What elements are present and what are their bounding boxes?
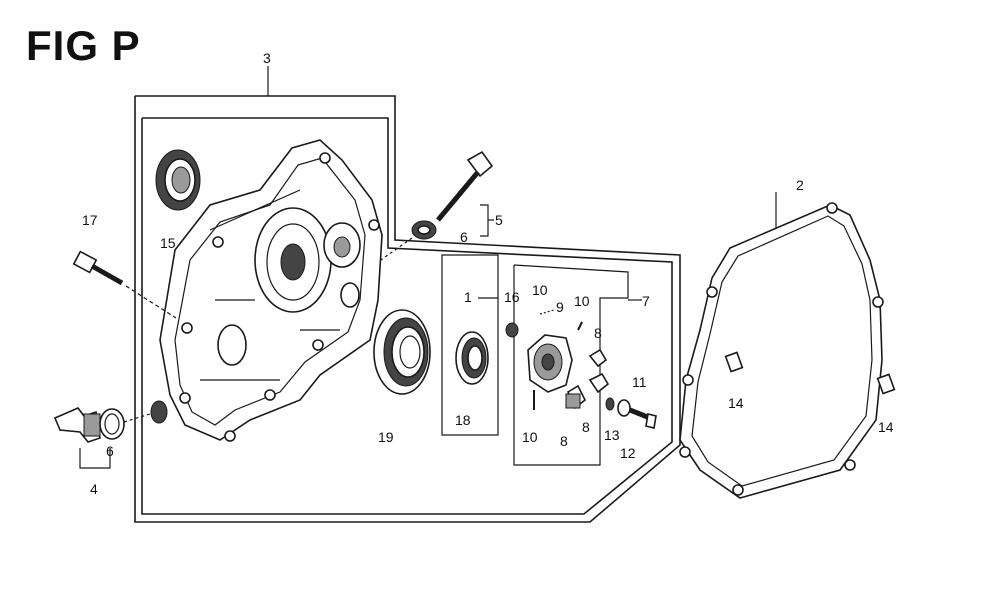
- label-10-bottom: 10: [522, 429, 538, 445]
- label-10-top: 10: [532, 282, 548, 298]
- label-4: 4: [90, 481, 98, 497]
- bracket-4: [79, 448, 111, 469]
- label-2: 2: [796, 177, 804, 193]
- frame-bearing-18: [441, 254, 499, 436]
- dowel-pin-14a: [724, 351, 744, 373]
- label-17: 17: [82, 212, 98, 228]
- assembly-frame-3: [134, 95, 681, 523]
- frame-oil-pump-7: [513, 264, 629, 466]
- oil-seal-15: [155, 149, 201, 211]
- label-12: 12: [620, 445, 636, 461]
- label-1: 1: [464, 289, 472, 305]
- label-19: 19: [378, 429, 394, 445]
- label-10-mid: 10: [574, 293, 590, 309]
- figure-title: FIG P: [26, 22, 141, 69]
- dowel-pin-14b: [876, 373, 896, 395]
- oil-pump-assembly: [505, 309, 657, 429]
- label-8-lower: 8: [560, 433, 568, 449]
- label-6-cap: 6: [106, 443, 114, 459]
- label-16: 16: [504, 289, 520, 305]
- washer-16: [505, 322, 519, 338]
- gasket-2: [679, 202, 884, 499]
- label-18: 18: [455, 412, 471, 428]
- oil-level-sensor-5: [377, 150, 494, 263]
- label-9: 9: [556, 299, 564, 315]
- label-3: 3: [263, 50, 271, 66]
- label-7: 7: [642, 293, 650, 309]
- label-6-sensor: 6: [460, 229, 468, 245]
- assembly-frame-3-inner: [141, 117, 673, 515]
- label-11: 11: [632, 374, 647, 390]
- label-8-right: 8: [582, 419, 590, 435]
- bracket-5: [480, 204, 489, 237]
- label-8-upper: 8: [594, 325, 602, 341]
- crankcase-cover: [159, 139, 383, 442]
- oil-filler-cap-4: [53, 400, 168, 443]
- label-15: 15: [160, 235, 176, 251]
- label-14-left: 14: [728, 395, 744, 411]
- label-13: 13: [604, 427, 620, 443]
- bearing-18: [455, 331, 489, 385]
- label-14-right: 14: [878, 419, 894, 435]
- label-5: 5: [495, 212, 503, 228]
- ball-bearing-19: [373, 309, 431, 395]
- flange-bolt-17: [72, 250, 177, 319]
